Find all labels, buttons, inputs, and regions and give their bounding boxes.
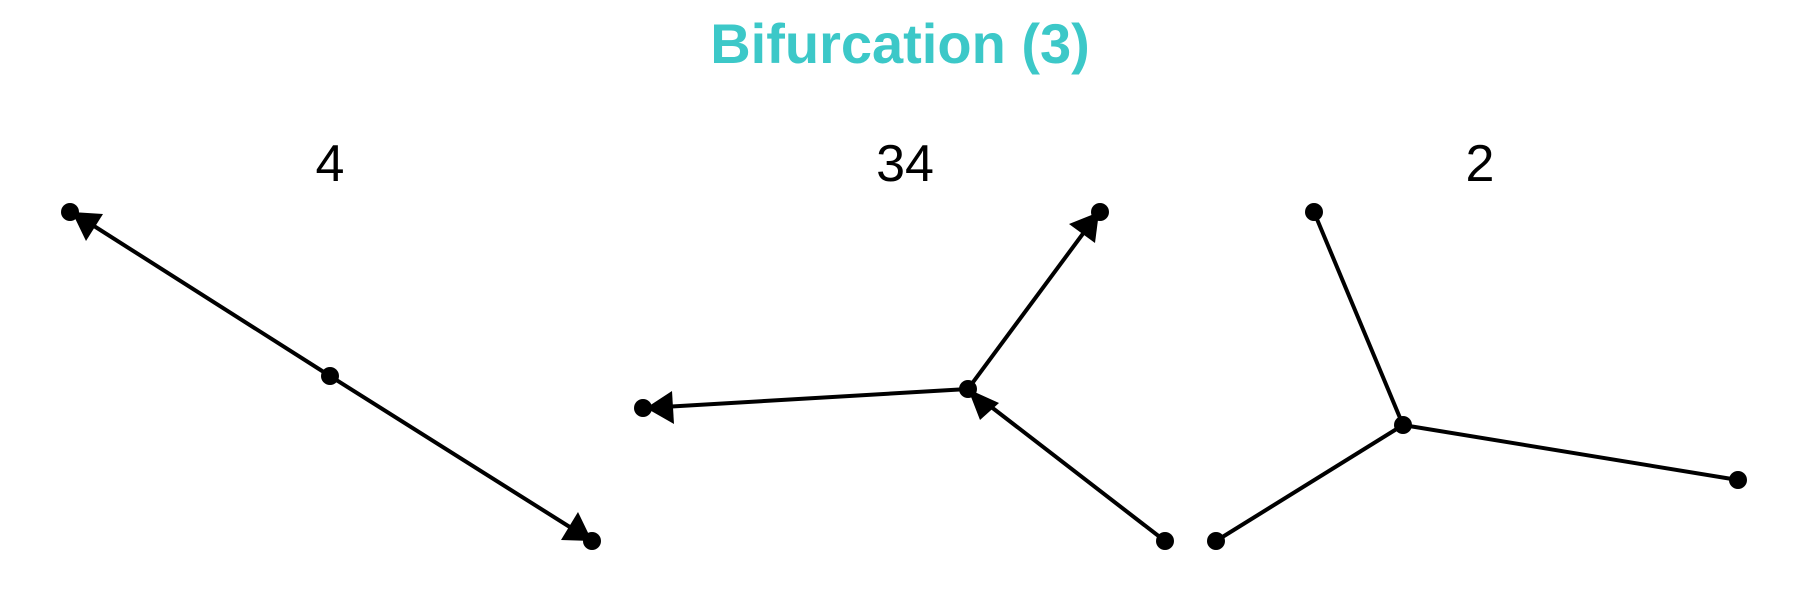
panel-3-edge-right	[1402, 423, 1739, 482]
panel-3-edge-top	[1312, 211, 1405, 426]
panel-2-edge-left	[645, 387, 969, 410]
panel-2-arrowhead-in	[968, 389, 999, 420]
panel-1-graph	[61, 203, 601, 550]
panel-2-node-bottom	[1156, 532, 1174, 550]
panel-label-1: 4	[315, 135, 345, 193]
panel-2-node-left	[634, 399, 652, 417]
panel-label-2: 34	[876, 135, 934, 193]
panel-3-node-right	[1729, 471, 1747, 489]
panel-1-node-top	[61, 203, 79, 221]
panel-2-node-top	[1091, 203, 1109, 221]
panel-1-edge-b	[328, 374, 594, 543]
panel-2-edge-up	[966, 210, 1101, 391]
panel-2-arrowhead-left	[646, 391, 674, 424]
panel-3-node-left	[1207, 532, 1225, 550]
panel-2-graph	[634, 203, 1174, 550]
panel-label-3: 2	[1465, 135, 1495, 193]
diagram-title: Bifurcation (3)	[710, 12, 1090, 75]
panel-1-arrowhead-b	[561, 512, 592, 541]
panel-2-edge-down	[966, 387, 1167, 543]
panel-1-node-bottom	[583, 532, 601, 550]
panel-3-node-center	[1394, 416, 1412, 434]
panel-1-arrowhead-a	[72, 212, 103, 241]
panel-3-node-top	[1305, 203, 1323, 221]
panel-1-edge-a	[70, 210, 332, 378]
panel-2-arrowhead-up	[1069, 212, 1099, 243]
panel-3-edge-left	[1214, 423, 1405, 543]
panel-1-node-center	[321, 367, 339, 385]
panel-2-node-center	[959, 380, 977, 398]
panel-3-graph	[1207, 203, 1747, 550]
